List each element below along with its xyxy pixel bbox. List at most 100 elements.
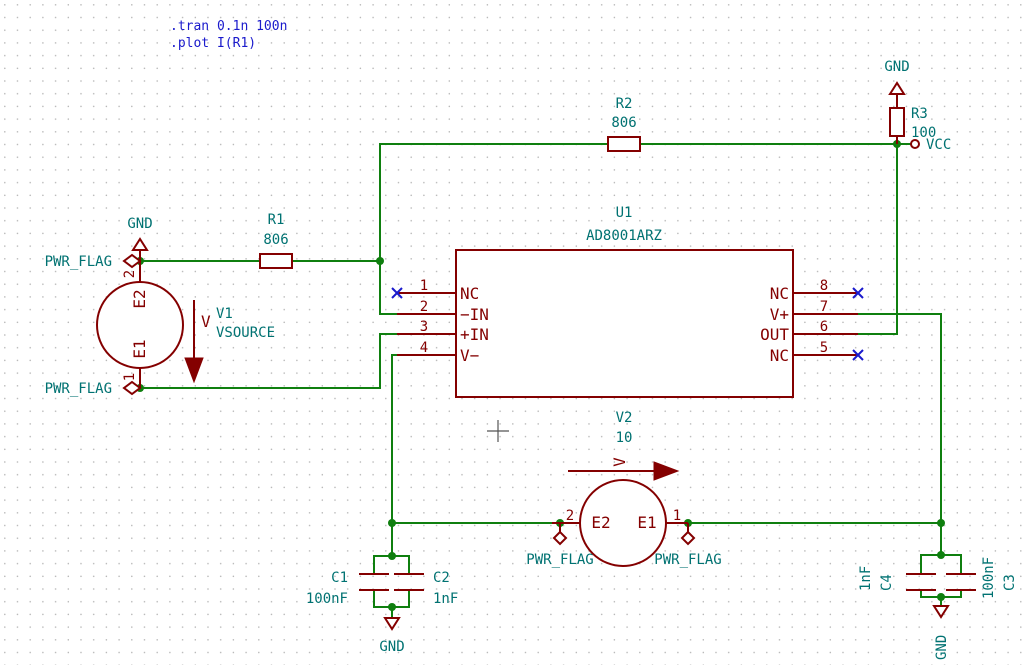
- u1-pin2-name: −IN: [460, 305, 489, 324]
- r2-ref: R2: [616, 96, 633, 112]
- pwr-flag-diamond-icon: [122, 380, 142, 396]
- junction-dot: [376, 257, 384, 265]
- r2-resistor[interactable]: R2 806: [607, 96, 641, 152]
- wire-v1-plusin: [139, 333, 398, 389]
- v1-unit: V: [201, 312, 211, 331]
- r1-body: [259, 253, 293, 269]
- gnd-arrow-icon: [888, 81, 906, 95]
- u1-pin3-name: +IN: [460, 325, 489, 344]
- pwr-flag-diamond-icon: [680, 530, 696, 546]
- v1-body: [96, 281, 184, 369]
- wire-c4-top: [920, 554, 942, 575]
- vcc-label: VCC: [926, 137, 951, 153]
- r3-resistor[interactable]: R3 100: [889, 94, 936, 144]
- c1-ref: C1: [331, 570, 348, 586]
- gnd-c3c4[interactable]: GND: [932, 605, 950, 660]
- vcc-power-label[interactable]: VCC: [910, 137, 951, 153]
- v1-pin-e1: E1: [130, 339, 149, 358]
- v1-pin-e2: E2: [130, 289, 149, 308]
- v2-voltage-source[interactable]: E2 E1 2 1 V V2 10: [552, 410, 688, 567]
- v2-unit: V: [610, 457, 629, 467]
- u1-pin5-name: NC: [770, 346, 789, 365]
- v1-pin1-num: 1: [122, 373, 138, 381]
- u1-pin8-name: NC: [770, 284, 789, 303]
- c4-capacitor[interactable]: 1nF C4: [858, 566, 936, 591]
- pwr-flag-label: PWR_FLAG: [526, 552, 593, 568]
- v2-pin-e2: E2: [591, 513, 610, 532]
- r3-body: [889, 107, 905, 137]
- v1-pin2-num: 2: [122, 270, 138, 278]
- u1-ref: U1: [616, 205, 633, 221]
- junction-dot: [388, 603, 396, 611]
- no-connect-x-icon: [852, 287, 864, 299]
- no-connect-markers: [391, 287, 864, 361]
- gnd-label: GND: [379, 639, 404, 655]
- gnd-triangle-icon: [383, 617, 401, 631]
- r2-body: [607, 136, 641, 152]
- v2-pin2-num: 2: [566, 508, 574, 524]
- u1-pin8-num: 8: [820, 278, 828, 294]
- plot-directive[interactable]: .plot I(R1): [170, 36, 256, 51]
- junction-dot: [388, 552, 396, 560]
- v1-voltage-source[interactable]: E2 E1 2 1 V V1 VSOURCE: [96, 261, 275, 388]
- no-connect-x-icon: [391, 287, 403, 299]
- v2-arrow-right-icon: [653, 461, 680, 481]
- v2-pin-e1: E1: [637, 513, 656, 532]
- u1-pin6-name: OUT: [760, 325, 789, 344]
- u1-pin7-name: V+: [770, 305, 789, 324]
- v2-pin1-num: 1: [673, 508, 681, 524]
- gnd-label: GND: [884, 59, 909, 75]
- wire-c3-top: [940, 554, 962, 575]
- r1-ref: R1: [268, 212, 285, 228]
- c4-value: 1nF: [858, 566, 874, 591]
- pwr-flag-label: PWR_FLAG: [45, 381, 112, 397]
- gnd-c1c2[interactable]: GND: [379, 617, 405, 655]
- pwr-flag-v1-top[interactable]: PWR_FLAG: [45, 253, 142, 270]
- u1-pin5-num: 5: [820, 340, 828, 356]
- pwr-flag-v2-e1[interactable]: PWR_FLAG: [654, 523, 722, 568]
- u1-pin4-num: 4: [420, 340, 428, 356]
- v2-body: [579, 479, 667, 567]
- junction-dot: [937, 551, 945, 559]
- r3-value: 100: [911, 125, 936, 141]
- junction-dot: [388, 519, 396, 527]
- u1-pin1-num: 1: [420, 278, 428, 294]
- v2-ref: V2: [616, 410, 633, 426]
- v1-arrow-down-icon: [184, 357, 204, 384]
- v2-value: 10: [616, 430, 633, 446]
- c2-capacitor[interactable]: C2 1nF: [394, 570, 458, 607]
- c3-value: 100nF: [981, 557, 997, 599]
- u1-pin1-name: NC: [460, 284, 479, 303]
- gnd-label: GND: [934, 635, 950, 660]
- c3-capacitor[interactable]: 100nF C3: [946, 557, 1018, 599]
- u1-pin2-num: 2: [420, 299, 428, 315]
- u1-value: AD8001ARZ: [586, 228, 662, 244]
- pwr-flag-v1-bottom[interactable]: PWR_FLAG: [45, 380, 142, 397]
- r1-resistor[interactable]: R1 806: [259, 212, 293, 269]
- pwr-flag-label: PWR_FLAG: [654, 552, 721, 568]
- crosshair-cursor-icon: [487, 420, 509, 442]
- junction-dot: [937, 519, 945, 527]
- u1-pin4-name: V−: [460, 346, 479, 365]
- wire-feedback-node: [379, 143, 398, 315]
- wire-out: [857, 143, 898, 335]
- no-connect-x-icon: [852, 349, 864, 361]
- gnd-arrow-icon: [131, 237, 149, 251]
- pwr-flag-v2-e2[interactable]: PWR_FLAG: [526, 523, 594, 568]
- u1-pin7-num: 7: [820, 299, 828, 315]
- gnd-v1[interactable]: GND: [127, 216, 153, 261]
- v1-value: VSOURCE: [216, 325, 275, 341]
- c2-ref: C2: [433, 570, 450, 586]
- gnd-top-right[interactable]: GND: [884, 59, 910, 95]
- vcc-ring-icon: [910, 139, 920, 149]
- pwr-flag-diamond-icon: [122, 253, 142, 269]
- tran-directive[interactable]: .tran 0.1n 100n: [170, 19, 287, 34]
- c1-value: 100nF: [306, 591, 348, 607]
- c1-capacitor[interactable]: C1 100nF: [306, 570, 389, 607]
- c3-ref: C3: [1002, 574, 1018, 591]
- u1-opamp[interactable]: U1 AD8001ARZ 1 2 3 4 NC −IN +IN V− 8 7 6…: [397, 205, 858, 398]
- gnd-label: GND: [127, 216, 152, 232]
- u1-body: [455, 249, 794, 398]
- v1-ref: V1: [216, 306, 233, 322]
